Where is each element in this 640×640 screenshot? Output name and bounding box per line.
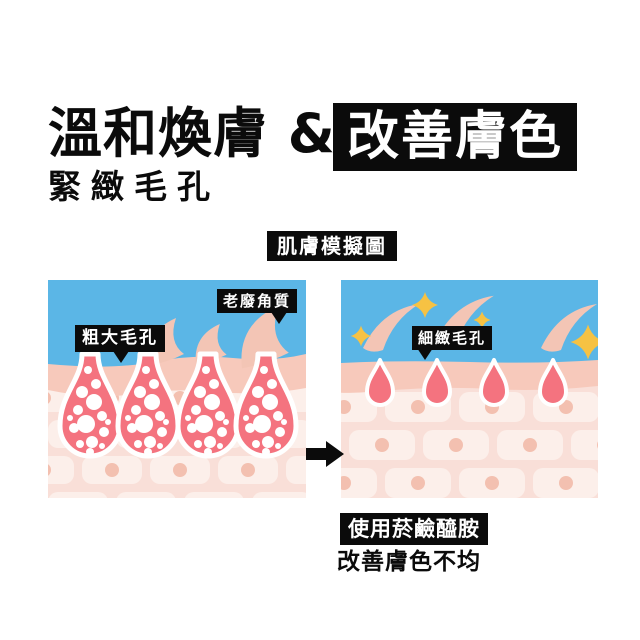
label-refined-pores: 細緻毛孔 bbox=[412, 326, 493, 350]
right-arrow-icon bbox=[306, 441, 344, 467]
label-enlarged-pores: 粗大毛孔 bbox=[75, 325, 165, 352]
page-title: 溫和煥膚 & bbox=[48, 102, 336, 165]
label-pointer-icon bbox=[417, 348, 433, 360]
skin-after-illustration bbox=[341, 280, 598, 498]
label-pointer-icon bbox=[271, 312, 287, 324]
footer-text: 改善膚色不均 bbox=[337, 549, 481, 575]
diagram-caption: 肌膚模擬圖 bbox=[267, 231, 397, 261]
sky bbox=[341, 280, 598, 363]
label-dead-keratin: 老廢角質 bbox=[217, 289, 298, 313]
epidermis-band bbox=[341, 354, 598, 393]
label-pointer-icon bbox=[113, 351, 129, 363]
page-title-highlight: 改善膚色 bbox=[333, 103, 578, 171]
page-subtitle: 緊緻毛孔 bbox=[48, 167, 220, 206]
footer-highlight: 使用菸鹼醯胺 bbox=[340, 513, 488, 545]
